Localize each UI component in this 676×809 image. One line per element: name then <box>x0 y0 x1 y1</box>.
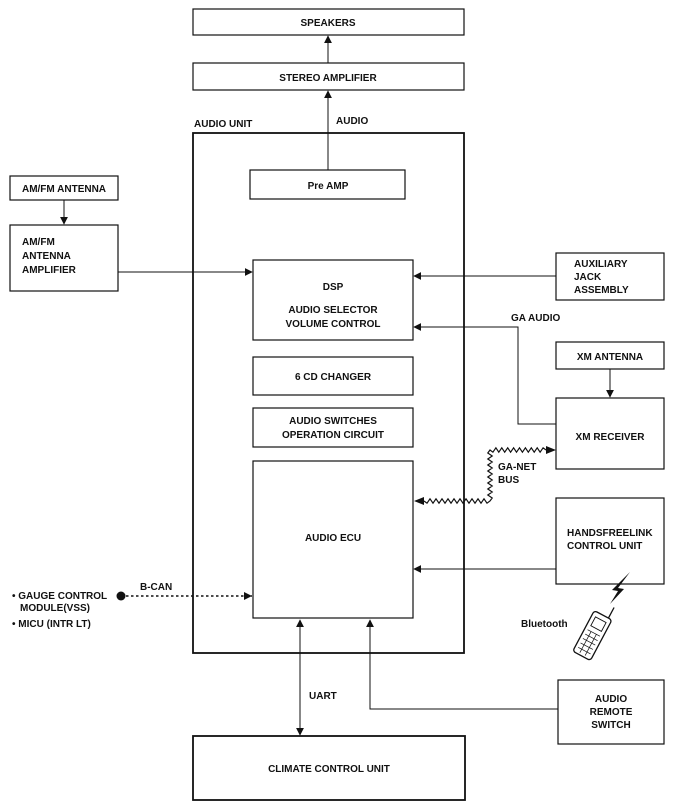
micu-label: • MICU (INTR LT) <box>12 619 91 630</box>
audio-switches-block: AUDIO SWITCHES OPERATION CIRCUIT <box>252 407 414 448</box>
xm-to-dsp-ga-audio-arrow <box>413 323 556 425</box>
bluetooth-signal-icon <box>610 572 630 604</box>
bluetooth-label: Bluetooth <box>521 619 568 630</box>
speakers-label: SPEAKERS <box>300 18 355 29</box>
gauge-control-line-1: • GAUGE CONTROL <box>12 591 107 602</box>
am-fm-antenna-block: AM/FM ANTENNA <box>9 175 119 201</box>
climate-control-unit-block: CLIMATE CONTROL UNIT <box>192 735 466 801</box>
gauge-control-line-2: MODULE(VSS) <box>20 603 90 614</box>
auxiliary-jack-block: AUXILIARY JACK ASSEMBLY <box>555 252 665 301</box>
am-fm-antenna-label: AM/FM ANTENNA <box>22 184 106 195</box>
audio-selector-line-2: VOLUME CONTROL <box>286 319 381 330</box>
audio-remote-switch-block: AUDIO REMOTE SWITCH <box>557 679 665 745</box>
climate-control-label: CLIMATE CONTROL UNIT <box>268 764 390 775</box>
audio-remote-switch-line-1: AUDIO <box>595 694 627 705</box>
ga-audio-label: GA AUDIO <box>511 313 560 324</box>
audio-remote-switch-line-3: SWITCH <box>591 720 630 731</box>
b-can-label: B-CAN <box>140 582 172 593</box>
stereo-amplifier-block: STEREO AMPLIFIER <box>192 62 465 91</box>
xm-antenna-block: XM ANTENNA <box>555 341 665 370</box>
am-fm-antenna-amplifier-block: AM/FM ANTENNA AMPLIFIER <box>9 224 119 292</box>
dsp-label: DSP <box>323 282 344 293</box>
cd-changer-block: 6 CD CHANGER <box>252 356 414 396</box>
handsfreelink-block: HANDSFREELINK CONTROL UNIT <box>555 497 665 585</box>
am-fm-amplifier-line-2: ANTENNA <box>22 251 71 262</box>
auxiliary-jack-line-2: JACK <box>574 272 602 283</box>
ga-net-label-line-2: BUS <box>498 475 519 486</box>
xm-receiver-label: XM RECEIVER <box>576 432 646 443</box>
ga-net-bus: GA-NET BUS <box>414 446 556 505</box>
uart-label: UART <box>309 691 337 702</box>
audio-signal-label: AUDIO <box>336 116 368 127</box>
audio-ecu-block: AUDIO ECU <box>252 460 414 619</box>
ga-net-label-line-1: GA-NET <box>498 462 536 473</box>
handsfreelink-line-2: CONTROL UNIT <box>567 541 642 552</box>
pre-amp-block: Pre AMP <box>249 169 406 200</box>
audio-switches-line-2: OPERATION CIRCUIT <box>282 430 384 441</box>
xm-receiver-block: XM RECEIVER <box>555 397 665 470</box>
handsfreelink-line-1: HANDSFREELINK <box>567 528 653 539</box>
remote-switch-to-ecu-arrow <box>366 619 558 710</box>
audio-switches-line-1: AUDIO SWITCHES <box>289 416 377 427</box>
audio-selector-line-1: AUDIO SELECTOR <box>288 305 378 316</box>
audio-remote-switch-line-2: REMOTE <box>590 707 633 718</box>
am-fm-amplifier-line-1: AM/FM <box>22 237 55 248</box>
pre-amp-label: Pre AMP <box>308 181 349 192</box>
mobile-phone-icon <box>573 607 615 661</box>
cd-changer-label: 6 CD CHANGER <box>295 372 372 383</box>
audio-ecu-label: AUDIO ECU <box>305 533 361 544</box>
auxiliary-jack-line-1: AUXILIARY <box>574 259 628 270</box>
am-fm-amplifier-line-3: AMPLIFIER <box>22 265 77 276</box>
audio-unit-label: AUDIO UNIT <box>194 119 252 130</box>
speakers-block: SPEAKERS <box>192 8 465 36</box>
dsp-block: DSP AUDIO SELECTOR VOLUME CONTROL <box>252 259 414 341</box>
auxiliary-jack-line-3: ASSEMBLY <box>574 285 629 296</box>
xm-antenna-label: XM ANTENNA <box>577 352 643 363</box>
stereo-amplifier-label: STEREO AMPLIFIER <box>279 73 377 84</box>
